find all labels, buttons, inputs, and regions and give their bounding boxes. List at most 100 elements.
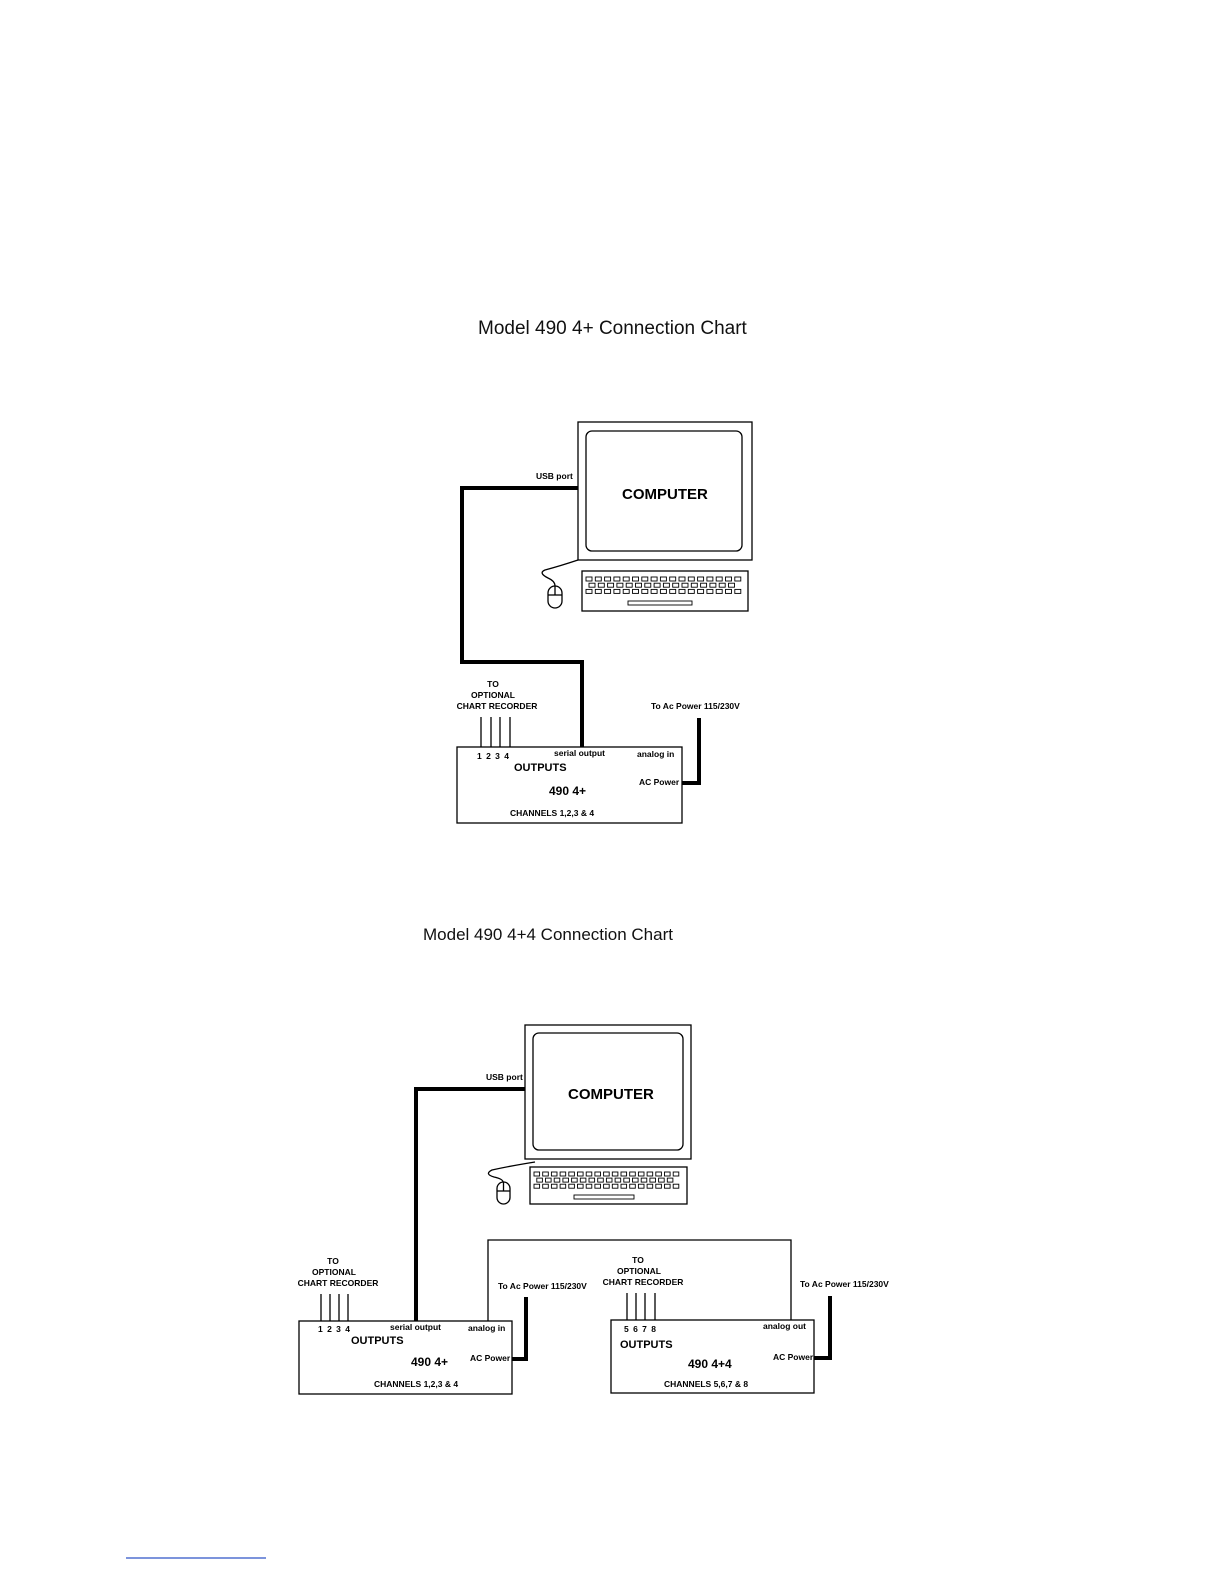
keyboard-key	[659, 588, 667, 594]
keyboard-key	[568, 1183, 575, 1189]
ac-power-source-b-label: To Ac Power 115/230V	[800, 1279, 889, 1289]
chart-recorder-b-line1: TO	[632, 1255, 644, 1265]
keyboard-key	[588, 1177, 596, 1183]
channel-numbers: 1 2 3 4	[318, 1324, 351, 1334]
keyboard-key	[577, 1183, 584, 1189]
keyboard-key	[669, 588, 677, 594]
channels-label: CHANNELS 1,2,3 & 4	[374, 1379, 458, 1389]
unit-box	[610, 1319, 815, 1394]
chart-recorder-b-line3: CHART RECORDER	[603, 1277, 684, 1287]
computer-label: COMPUTER	[568, 1086, 654, 1103]
chart-recorder-label-line2: OPTIONAL	[471, 690, 515, 700]
usb-cable	[414, 1087, 525, 1321]
keyboard-key	[725, 588, 732, 594]
keyboard-key	[632, 1177, 639, 1183]
keyboard-key	[605, 1177, 613, 1183]
ac-power-source-a-label: To Ac Power 115/230V	[498, 1281, 587, 1291]
keyboard-key	[650, 588, 658, 594]
model-label: 490 4+	[411, 1355, 448, 1369]
keyboard-key	[658, 1177, 665, 1183]
keyboard-key	[550, 1171, 558, 1177]
keyboard-key	[585, 576, 593, 582]
outputs-label: OUTPUTS	[514, 762, 567, 774]
keyboard-key	[616, 582, 624, 588]
computer-2: COMPUTER	[487, 1024, 692, 1205]
keyboard-keys	[533, 1171, 680, 1200]
keyboard-key	[622, 576, 630, 582]
keyboard-key	[664, 1183, 671, 1189]
model-label: 490 4+	[549, 784, 586, 798]
keyboard-key	[579, 1177, 587, 1183]
usb-cable	[460, 486, 584, 747]
keyboard-key	[644, 582, 652, 588]
keyboard-key	[664, 1171, 671, 1177]
keyboard-key	[542, 1183, 549, 1189]
keyboard-key	[718, 582, 726, 588]
channels-label: CHANNELS 5,6,7 & 8	[664, 1379, 748, 1389]
keyboard-key	[734, 576, 742, 582]
keyboard-key	[594, 576, 602, 582]
keyboard-key	[559, 1171, 567, 1177]
keyboard-key	[697, 588, 705, 594]
monitor-screen	[532, 1032, 684, 1151]
ac-power-label: AC Power	[773, 1352, 814, 1362]
keyboard-key	[640, 1177, 648, 1183]
keyboard-key	[533, 1183, 541, 1189]
keyboard-key	[614, 1177, 622, 1183]
keyboard-key	[629, 1171, 636, 1177]
unit-490-4plus-a: 1 2 3 4 serial output analog in OUTPUTS …	[298, 1320, 513, 1395]
usb-port-label: USB port	[486, 1072, 523, 1082]
ac-power-cable-b	[814, 1296, 832, 1360]
keyboard-key	[632, 588, 639, 594]
keyboard-key	[641, 576, 649, 582]
keyboard-key	[585, 1183, 593, 1189]
keyboard-key	[637, 1183, 645, 1189]
keyboard-key	[604, 576, 612, 582]
keyboard-key	[728, 582, 735, 588]
keyboard-key	[715, 576, 723, 582]
keyboard-key	[672, 1171, 680, 1177]
keyboard-key	[594, 1171, 601, 1177]
unit-490-4plus4-b: 5 6 7 8 analog out OUTPUTS AC Power 490 …	[610, 1319, 815, 1394]
keyboard-key	[632, 576, 639, 582]
chart-recorder-label-line1: TO	[487, 679, 499, 689]
keyboard-key	[709, 582, 717, 588]
mouse-cable	[487, 1161, 536, 1183]
keyboard-key	[553, 1177, 561, 1183]
keyboard-key	[646, 1183, 654, 1189]
keyboard-key	[672, 1183, 680, 1189]
keyboard-key	[545, 1177, 552, 1183]
keyboard-key	[715, 588, 723, 594]
keyboard-key	[622, 588, 630, 594]
keyboard-key	[697, 576, 705, 582]
keyboard-key	[734, 588, 742, 594]
keyboard-key	[620, 1171, 628, 1177]
channel-numbers: 5 6 7 8	[624, 1324, 657, 1334]
keyboard-key	[542, 1171, 549, 1177]
keyboard-key	[559, 1183, 567, 1189]
chart-recorder-leads-a	[320, 1294, 349, 1321]
keyboard-key	[625, 582, 633, 588]
keyboard-key	[687, 576, 695, 582]
keyboard-key	[611, 1183, 619, 1189]
unit-box	[298, 1320, 513, 1395]
ac-power-cable	[682, 718, 701, 785]
keyboard-key	[669, 576, 677, 582]
keyboard-key	[678, 588, 686, 594]
analog-out-label: analog out	[763, 1321, 806, 1331]
ac-power-label: AC Power	[639, 777, 680, 787]
analog-in-label: analog in	[637, 749, 674, 759]
analog-in-label: analog in	[468, 1323, 505, 1333]
keyboard-key	[649, 1177, 656, 1183]
diagram-2-title: Model 490 4+4 Connection Chart	[423, 925, 673, 944]
keyboard-key	[607, 582, 615, 588]
keyboard-key	[594, 1183, 601, 1189]
outputs-label: OUTPUTS	[620, 1339, 673, 1351]
keyboard-key	[597, 582, 605, 588]
chart-recorder-b-line2: OPTIONAL	[617, 1266, 661, 1276]
keyboard-key	[653, 582, 661, 588]
keyboard-key	[641, 588, 649, 594]
keyboard-key	[706, 588, 714, 594]
keyboard-keys	[585, 576, 742, 606]
